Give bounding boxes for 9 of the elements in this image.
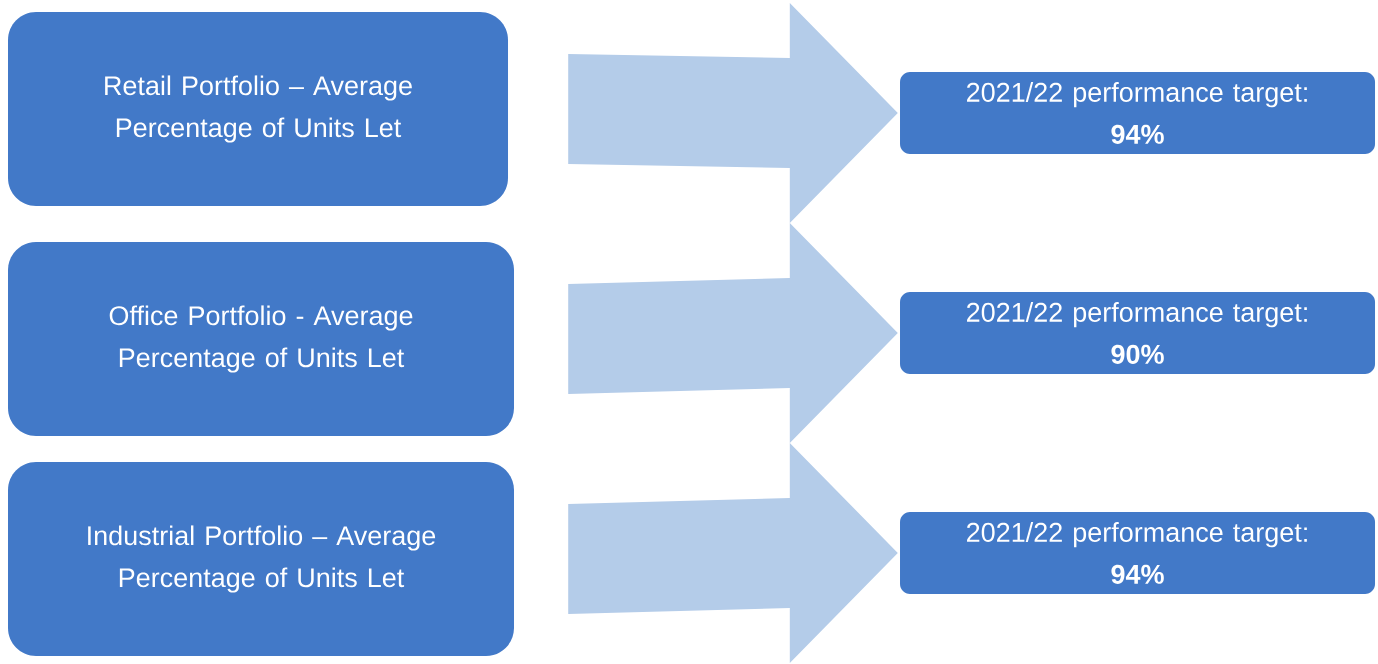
target-box: 2021/22 performance target: 94% [900,72,1375,154]
target-box: 2021/22 performance target: 90% [900,292,1375,374]
block-arrow [568,443,898,663]
portfolio-box: Industrial Portfolio – Average Percentage of Units Let [8,462,514,656]
portfolio-box: Office Portfolio - Average Percentage of Units Let [8,242,514,436]
block-arrow [568,223,898,443]
portfolio-box: Retail Portfolio – Average Percentage of Units Let [8,12,508,206]
block-arrow [568,3,898,223]
target-box: 2021/22 performance target: 94% [900,512,1375,594]
